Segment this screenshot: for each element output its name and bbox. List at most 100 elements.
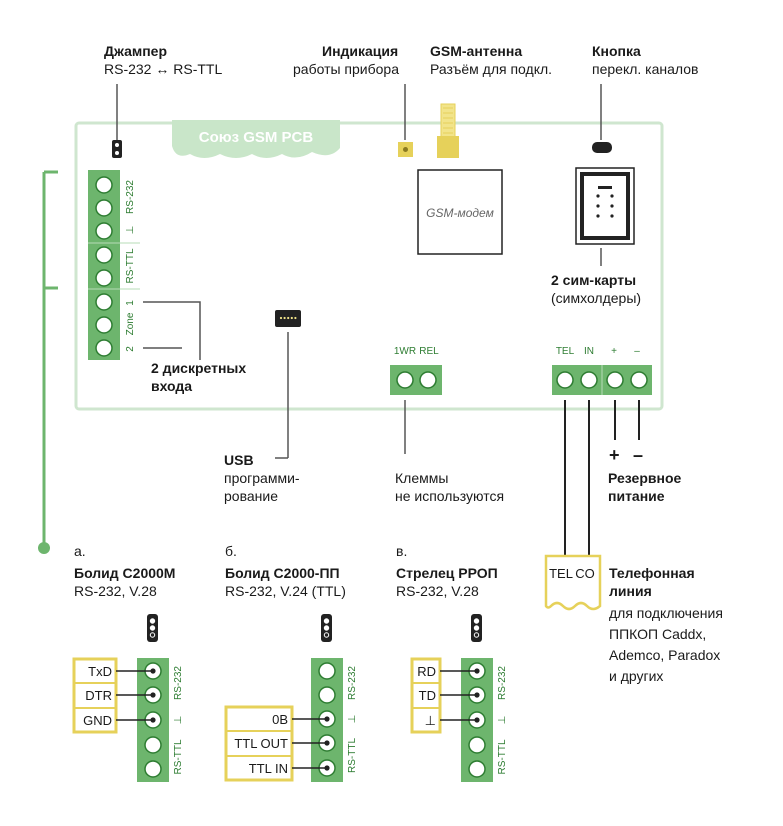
example-pin-label: DTR — [85, 688, 112, 703]
label-in: IN — [584, 346, 594, 357]
example-jumper-pin — [473, 632, 480, 638]
jumper-title: Джампер — [104, 43, 168, 59]
example-c-title: Стрелец РРОП — [396, 565, 498, 581]
example-c-letter: в. — [396, 543, 408, 559]
main-terminal-5 — [95, 269, 113, 287]
in-terminal — [580, 371, 598, 389]
example-wire-dot — [150, 717, 156, 723]
main-terminal-7 — [95, 316, 113, 334]
gsm-modem — [417, 169, 503, 255]
example-label-rsttl: RS-TTL — [173, 739, 184, 774]
example-pin-label: ⊥ — [425, 713, 436, 728]
power-plus: + — [609, 445, 620, 465]
usb-line1: программи- — [224, 470, 300, 486]
indication-subtitle: работы прибора — [293, 61, 399, 77]
antenna-title: GSM-антенна — [430, 43, 523, 59]
channel-button-icon — [592, 142, 612, 153]
phone-title2: линия — [609, 583, 652, 599]
sim-contact — [610, 194, 614, 198]
example-device-box — [410, 657, 442, 734]
main-terminal-8 — [95, 339, 113, 357]
minus-terminal — [630, 371, 648, 389]
example-pin-label: 0В — [272, 712, 288, 727]
example-jumper-pin — [323, 625, 330, 631]
example-jumper-pin — [149, 618, 156, 624]
power-line2: питание — [608, 488, 665, 504]
bracket-dot — [38, 542, 50, 554]
phone-line1: для подключения — [609, 605, 723, 621]
example-pin-label: RD — [417, 664, 436, 679]
example-a-title: Болид С2000М — [74, 565, 176, 581]
unused-line1: Клеммы — [395, 470, 449, 486]
phone-line3: Ademco, Paradox — [609, 647, 721, 663]
label-minus: – — [634, 346, 640, 357]
label-zone-2: 2 — [125, 346, 136, 352]
phone-plug-co: CO — [575, 566, 595, 581]
power-minus: – — [633, 445, 644, 465]
example-wire-dot — [474, 668, 480, 674]
example-wire-dot — [150, 692, 156, 698]
tel-terminal — [556, 371, 574, 389]
example-terminal-5 — [468, 760, 486, 778]
example-label-gnd: ⊥ — [173, 716, 184, 725]
power-line1: Резервное — [608, 470, 682, 486]
phone-line4: и других — [609, 668, 664, 684]
label-zone-1: 1 — [125, 300, 136, 306]
sim-holder-inner — [580, 172, 630, 240]
example-device-box — [224, 705, 294, 782]
zone1-leader — [143, 301, 201, 360]
example-jumper-pin — [149, 632, 156, 638]
example-terminal-5 — [144, 760, 162, 778]
label-rs232: RS-232 — [125, 180, 136, 214]
antenna-subtitle: Разъём для подкл. — [430, 61, 553, 77]
example-wire-dot — [474, 717, 480, 723]
sim-title: 2 сим-карты — [551, 272, 637, 288]
example-jumper-pin — [149, 625, 156, 631]
example-label-gnd: ⊥ — [347, 715, 358, 724]
example-terminal-4 — [144, 736, 162, 754]
sim-contact — [610, 204, 614, 208]
phone-title1: Телефонная — [609, 565, 695, 581]
board-title-cloud — [172, 120, 340, 158]
main-terminal-1 — [95, 176, 113, 194]
example-label-rs232: RS-232 — [173, 666, 184, 700]
example-jumper-pin — [323, 618, 330, 624]
usb-pin — [279, 316, 283, 320]
phone-plug — [544, 554, 602, 611]
usb-pin — [290, 316, 293, 320]
example-b-title: Болид С2000-ПП — [225, 565, 340, 581]
button-title: Кнопка — [592, 43, 641, 59]
example-wire-dot — [324, 716, 330, 722]
inputs-line1: 2 дискретных — [151, 360, 247, 376]
example-label-rsttl: RS-TTL — [347, 738, 358, 773]
label-gnd: ⊥ — [125, 226, 136, 235]
example-device-box — [72, 657, 118, 734]
example-wire-dot — [150, 668, 156, 674]
jumper-pin-bottom — [115, 151, 119, 155]
unused-line2: не используются — [395, 488, 505, 504]
phone-line2: ППКОП Caddx, — [609, 626, 707, 642]
label-rsttl: RS-TTL — [125, 248, 136, 283]
label-tel: TEL — [556, 346, 575, 357]
led-dot — [403, 147, 408, 152]
usb-title: USB — [224, 452, 254, 468]
jumper-icon — [112, 140, 122, 158]
label-rel: REL — [419, 346, 439, 357]
inputs-line2: входа — [151, 378, 193, 394]
example-jumper-pin — [323, 632, 330, 638]
example-pin-label: GND — [83, 713, 112, 728]
example-c-subtitle: RS-232, V.28 — [396, 583, 479, 599]
example-pin-label: TD — [419, 688, 436, 703]
sim-contact — [596, 194, 600, 198]
example-jumper-pin — [473, 618, 480, 624]
antenna-base — [437, 136, 459, 158]
example-pin-label: TTL IN — [249, 761, 288, 776]
label-zone: Zone — [125, 312, 136, 335]
gsm-modem-label: GSM-модем — [426, 206, 494, 220]
label-1wr: 1WR — [394, 346, 416, 357]
sim-contact — [610, 214, 614, 218]
example-wire-dot — [474, 692, 480, 698]
main-terminal-4 — [95, 246, 113, 264]
example-a-subtitle: RS-232, V.28 — [74, 583, 157, 599]
